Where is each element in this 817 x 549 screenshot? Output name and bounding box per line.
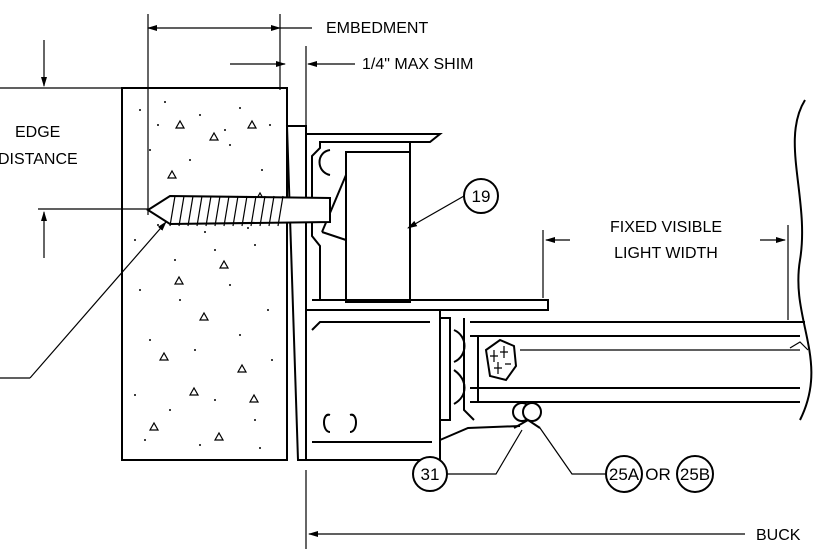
glazing-gaskets <box>512 402 542 429</box>
shim <box>285 125 307 461</box>
shim-dimension <box>230 46 355 126</box>
shim-label: 1/4" MAX SHIM <box>362 56 473 73</box>
callout-19-leader <box>407 195 465 229</box>
callout-25-leader <box>539 427 606 475</box>
light-width-label-line1: FIXED VISIBLE <box>610 219 722 236</box>
light-width-dimension <box>542 225 789 320</box>
callout-25a: 25A <box>609 465 640 484</box>
concrete-substrate <box>121 87 288 461</box>
buck-label: BUCK <box>756 527 801 544</box>
callout-19: 19 <box>472 187 491 206</box>
setting-block <box>484 338 518 382</box>
edge-distance-dimension <box>0 40 148 258</box>
embedment-dimension <box>147 14 312 215</box>
glass-unit <box>470 99 813 421</box>
callout-31-leader <box>447 429 523 475</box>
subframe-profile <box>306 133 549 311</box>
embedment-label: EMBEDMENT <box>326 20 428 37</box>
anchor-screw <box>146 194 331 227</box>
screw-leader <box>29 221 167 379</box>
frame-profile <box>306 309 521 461</box>
edge-label-line1: EDGE <box>15 124 60 141</box>
callout-or: OR <box>645 465 671 484</box>
edge-label-line2: DISTANCE <box>0 151 78 168</box>
light-width-label-line2: LIGHT WIDTH <box>614 245 718 262</box>
callout-31: 31 <box>421 465 440 484</box>
callout-25b-circle <box>676 455 714 493</box>
callout-25b: 25B <box>680 465 710 484</box>
